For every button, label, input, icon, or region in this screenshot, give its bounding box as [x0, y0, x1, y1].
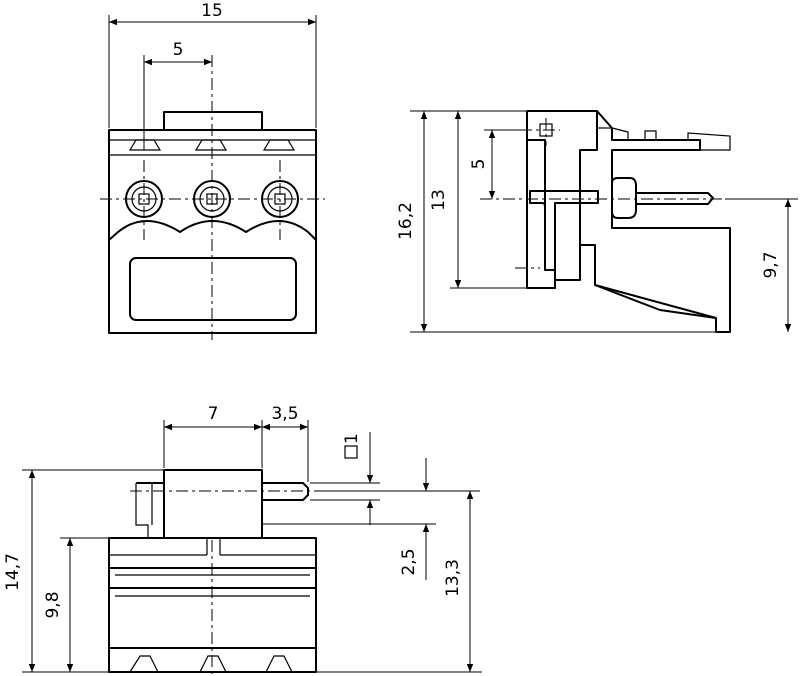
dim-side-pin-height: 9,7: [761, 251, 781, 278]
dim-offset: 2,5: [399, 548, 419, 575]
dim-base-height: 9,8: [43, 591, 63, 618]
side-view: 16,2 13 5 9,7: [396, 110, 798, 333]
dim-width-total: 15: [201, 1, 223, 21]
square-symbol: [344, 445, 358, 459]
bottom-view: 7 3,5 1 2,5 13,3 14,7 9,8: [3, 404, 482, 676]
front-view: 15 5: [100, 1, 325, 340]
dim-pin-height: 13,3: [443, 559, 463, 597]
dim-total-height: 14,7: [3, 553, 23, 591]
dim-side-pitch: 5: [469, 159, 489, 170]
dim-side-body-height: 13: [429, 189, 449, 211]
dim-pitch-front: 5: [173, 40, 184, 60]
dim-pin-protrusion: 3,5: [271, 404, 298, 424]
dim-side-total-height: 16,2: [396, 202, 416, 240]
dim-body-length: 7: [208, 404, 219, 424]
dim-pin-square: 1: [342, 433, 362, 444]
